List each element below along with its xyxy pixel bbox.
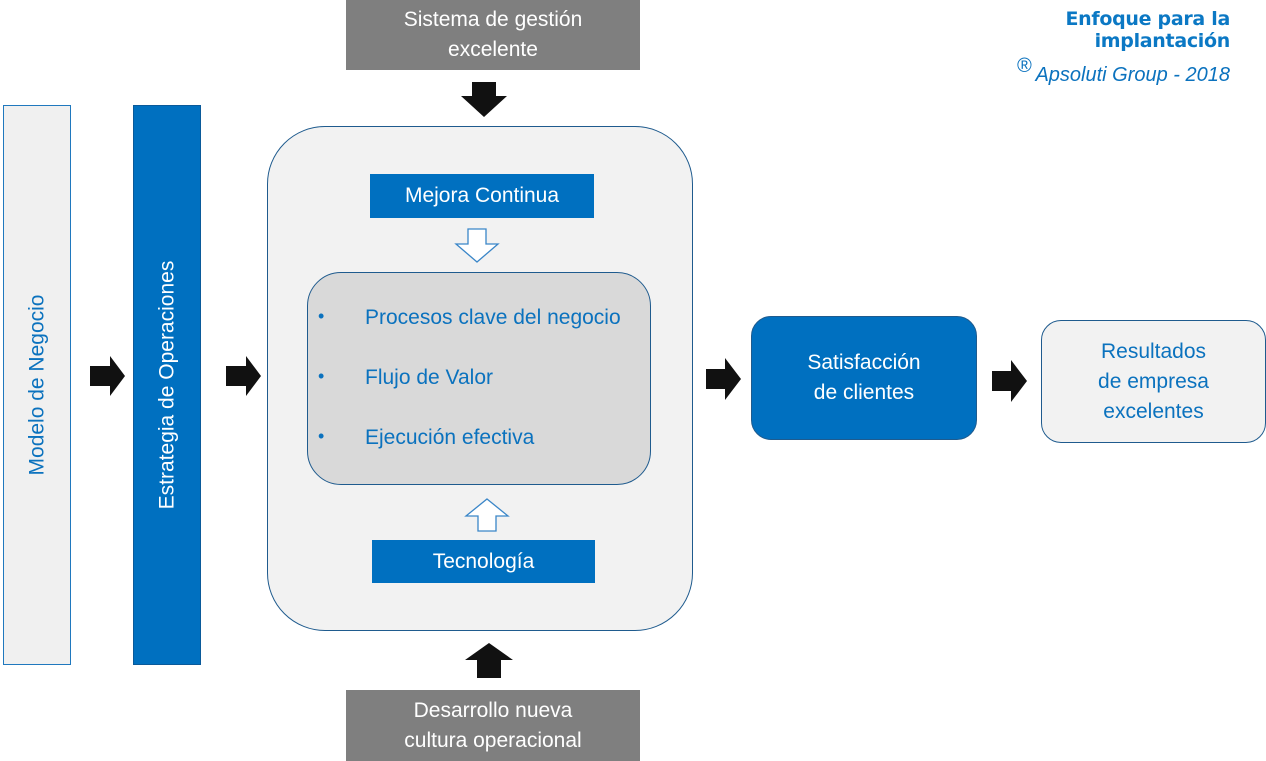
registered-mark: ® bbox=[1016, 55, 1032, 77]
operational-culture-box: Desarrollo nueva cultura operacional bbox=[346, 690, 640, 761]
diagram-title: Enfoque para la implantación bbox=[1065, 8, 1230, 52]
arrow-right-icon bbox=[992, 360, 1027, 402]
bullet-text: Procesos clave del negocio bbox=[365, 306, 621, 329]
management-system-box: Sistema de gestión excelente bbox=[346, 0, 640, 70]
bullet-icon: • bbox=[318, 426, 325, 446]
business-model-bar: Modelo de Negocio bbox=[3, 105, 71, 665]
customer-satisfaction-line2: de clientes bbox=[813, 381, 915, 404]
operational-culture-line1: Desarrollo nueva bbox=[413, 698, 573, 722]
business-model-label: Modelo de Negocio bbox=[25, 294, 49, 476]
arrow-right-icon bbox=[706, 358, 741, 400]
core-processes-box: • Procesos clave del negocio • Flujo de … bbox=[307, 272, 651, 485]
outline-arrow-up-icon bbox=[464, 498, 510, 532]
management-system-line1: Sistema de gestión bbox=[403, 8, 583, 31]
operations-strategy-label: Estrategia de Operaciones bbox=[155, 260, 178, 510]
arrow-up-icon bbox=[465, 643, 513, 678]
copyright-text: Apsoluti Group - 2018 bbox=[1035, 64, 1230, 86]
technology-label: Tecnología bbox=[372, 540, 595, 583]
copyright-note: ®Apsoluti Group - 2018 bbox=[940, 55, 1230, 87]
arrow-down-icon bbox=[461, 82, 507, 117]
customer-satisfaction-line1: Satisfacción bbox=[807, 351, 921, 374]
bullet-text: Flujo de Valor bbox=[365, 366, 494, 389]
business-results-line2: de empresa bbox=[1098, 369, 1209, 393]
management-system-line2: excelente bbox=[448, 38, 538, 61]
arrow-right-icon bbox=[90, 356, 125, 396]
business-results-line1: Resultados bbox=[1100, 339, 1207, 363]
bullet-text: Ejecución efectiva bbox=[365, 426, 535, 449]
outline-arrow-down-icon bbox=[454, 228, 500, 263]
business-results-line3: excelentes bbox=[1103, 399, 1204, 423]
business-results-box: Resultados de empresa excelentes bbox=[1041, 320, 1266, 443]
arrow-right-icon bbox=[226, 356, 261, 396]
continuous-improvement-label: Mejora Continua bbox=[370, 174, 594, 218]
operational-culture-line2: cultura operacional bbox=[404, 728, 582, 752]
bullet-icon: • bbox=[318, 366, 325, 386]
customer-satisfaction-box: Satisfacción de clientes bbox=[751, 316, 977, 440]
bullet-icon: • bbox=[318, 306, 325, 326]
operations-strategy-bar: Estrategia de Operaciones bbox=[133, 105, 201, 665]
